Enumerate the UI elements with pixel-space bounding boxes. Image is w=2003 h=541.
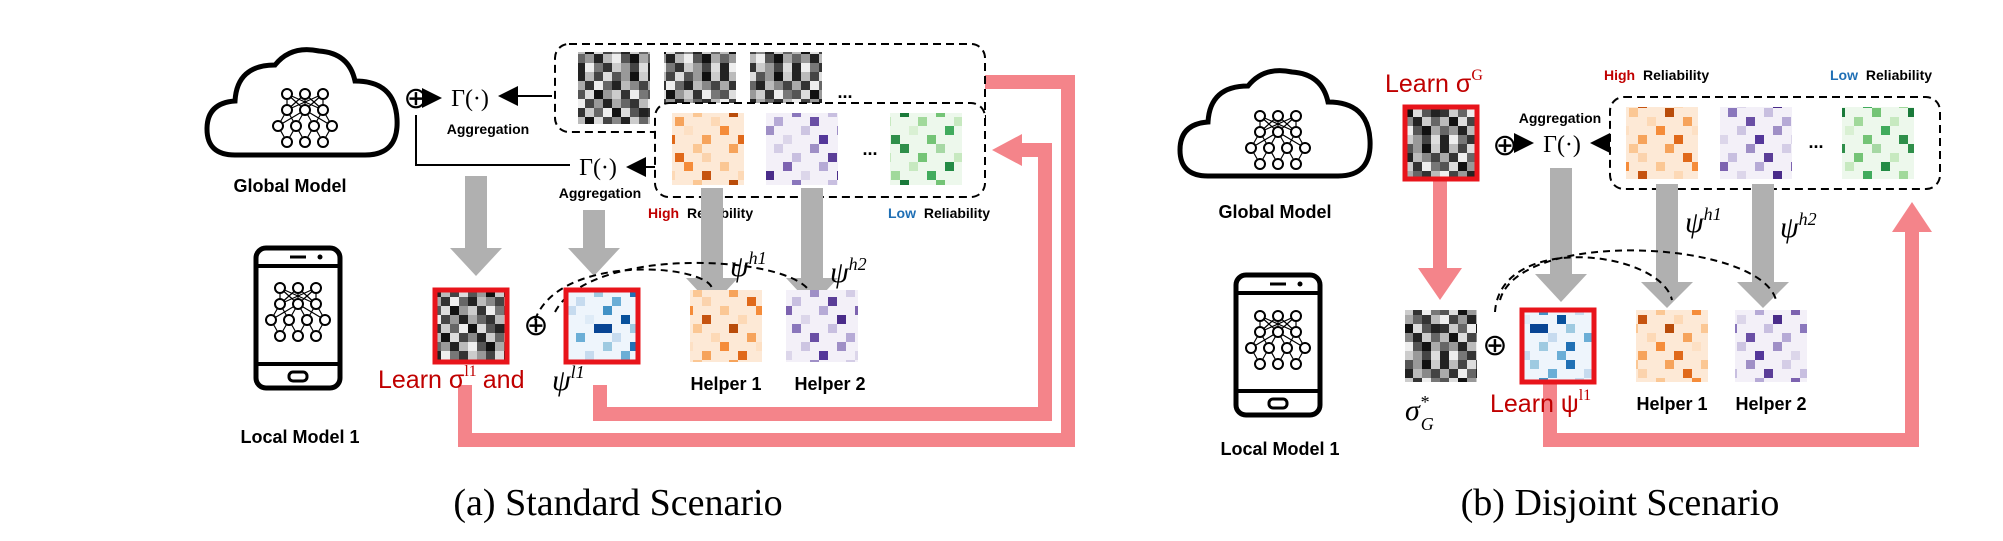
ellipsis: ... [1808, 132, 1823, 152]
psi-h2-label: ψh2 [1780, 209, 1817, 244]
psi-h1-label: ψh1 [730, 248, 767, 283]
reliability-text: Reliability [924, 205, 990, 221]
gamma-operator: Γ(·) [1543, 132, 1581, 158]
helper1-matrix [1636, 310, 1708, 382]
low-reliability-label: Low Reliability [1830, 67, 1932, 83]
helper1-label: Helper 1 [1636, 394, 1707, 414]
gray-param-matrix [578, 52, 650, 124]
green-param-matrix [1842, 107, 1914, 179]
update-arrow [1543, 202, 1932, 447]
gamma-operator: Γ(·) [451, 86, 489, 112]
purple-param-matrix [1720, 107, 1792, 179]
gamma-operator: Γ(·) [579, 155, 617, 181]
low-text: Low [888, 205, 916, 221]
helper1-matrix [690, 290, 762, 362]
oplus-symbol: ⊕ [523, 309, 548, 342]
high-reliability-label: High Reliability [1604, 67, 1709, 83]
low-reliability-label: Low Reliability [888, 205, 990, 221]
aggregation-label-top: Aggregation [447, 121, 529, 137]
gray-down-arrows [1535, 168, 1789, 308]
update-arrow-inner [593, 134, 1052, 421]
helper2-label: Helper 2 [794, 374, 865, 394]
helper2-label: Helper 2 [1735, 394, 1806, 414]
psi-h1-label: ψh1 [1685, 204, 1722, 239]
local-psi-matrix [563, 287, 641, 365]
orange-param-matrix [672, 113, 744, 185]
sigma-down-arrow [1418, 180, 1462, 300]
helper1-label: Helper 1 [690, 374, 761, 394]
oplus-symbol: ⊕ [403, 82, 428, 115]
local-model-label: Local Model 1 [240, 427, 359, 447]
ellipsis: ... [837, 82, 852, 102]
local-psi-matrix [1519, 307, 1597, 385]
panel-standard: Global Model Local Model 1 ⊕ Γ(·) Aggreg… [207, 43, 1075, 524]
learn-psi-label: Learn ψl1 [1490, 387, 1591, 418]
local-sigma-matrix [432, 287, 510, 365]
helper2-matrix [786, 290, 858, 362]
panel-disjoint: Global Model Local Model 1 Learn σG ⊕ Γ(… [1180, 67, 1941, 524]
global-sigma-matrix [1402, 104, 1480, 182]
orange-param-matrix [1626, 107, 1698, 179]
gray-down-arrows [450, 176, 838, 306]
learn-sigma-label: Learn σG [1385, 67, 1483, 98]
learn-psi-label: ψl1 [552, 362, 585, 397]
oplus-symbol: ⊕ [1482, 329, 1507, 362]
sigma-star-matrix [1405, 310, 1477, 382]
oplus-symbol: ⊕ [1492, 129, 1517, 162]
caption-standard: (a) Standard Scenario [453, 482, 782, 524]
aggregation-label: Aggregation [1519, 110, 1601, 126]
local-model-label: Local Model 1 [1220, 439, 1339, 459]
high-text: High [648, 205, 679, 221]
global-model-label: Global Model [1218, 202, 1331, 222]
global-model-label: Global Model [233, 176, 346, 196]
high-reliability-label: High Reliability [648, 205, 753, 221]
sigma-star-label: σ*G [1405, 392, 1434, 434]
green-param-matrix [890, 113, 962, 185]
purple-param-matrix [766, 113, 838, 185]
caption-disjoint: (b) Disjoint Scenario [1461, 482, 1780, 524]
helper2-matrix [1735, 310, 1807, 382]
psi-h2-label: ψh2 [830, 254, 867, 289]
aggregation-label-mid: Aggregation [559, 185, 641, 201]
ellipsis: ... [862, 139, 877, 159]
